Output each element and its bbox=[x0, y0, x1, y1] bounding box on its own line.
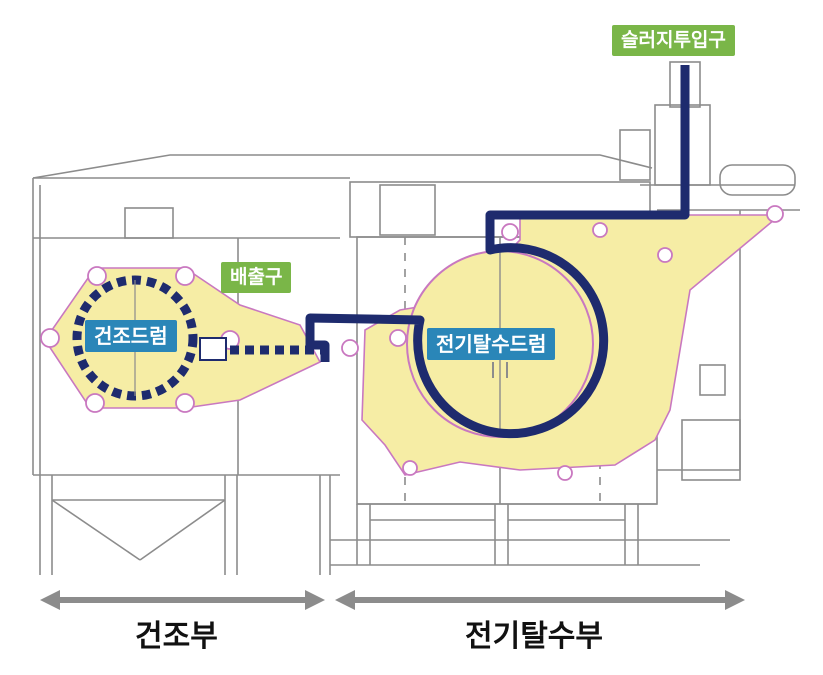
outlet-box bbox=[199, 337, 227, 361]
slurry-inlet-label: 슬러지투입구 bbox=[612, 25, 735, 56]
drum-door-handles bbox=[492, 362, 508, 378]
dewatering-drum-label: 전기탈수드럼 bbox=[427, 328, 556, 360]
drying-section-arrow bbox=[40, 590, 325, 610]
outlet-label: 배출구 bbox=[221, 262, 292, 293]
dewatering-section-label: 전기탈수부 bbox=[465, 619, 603, 654]
drying-drum-label: 건조드럼 bbox=[85, 320, 177, 352]
sludge-flow-path bbox=[305, 65, 690, 439]
drying-section-label: 건조부 bbox=[135, 619, 218, 654]
dewatering-section-arrow bbox=[335, 590, 745, 610]
guide-rollers bbox=[40, 205, 784, 481]
drying-housing bbox=[32, 154, 653, 575]
